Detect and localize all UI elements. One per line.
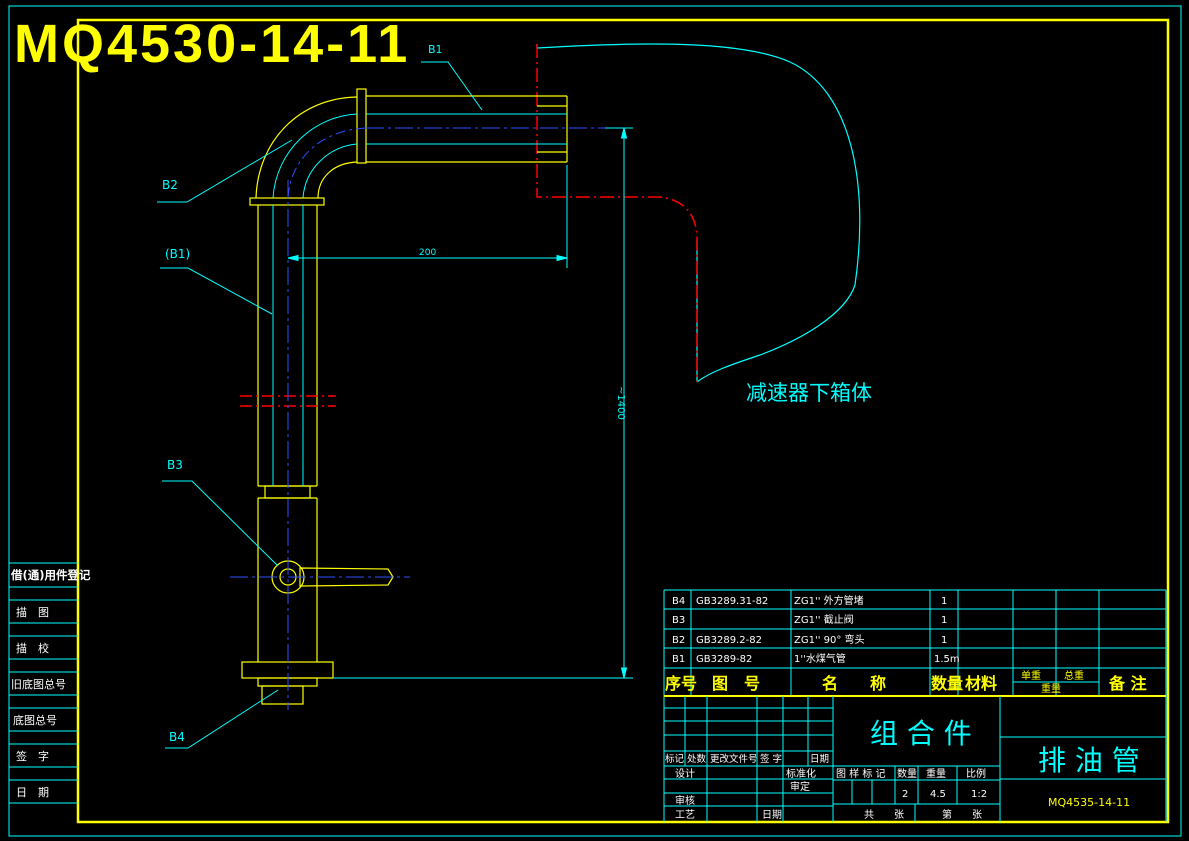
- design-label: 设计: [675, 767, 695, 780]
- left-strip-row: 旧底图总号: [11, 677, 66, 691]
- elbow-inner-line: [302, 143, 358, 199]
- part-number: B3: [672, 615, 685, 626]
- top-horizontal-pipe: [366, 95, 568, 163]
- date-label: 日期: [762, 809, 782, 821]
- check-label: 审核: [675, 794, 695, 807]
- drawing-frame: [76, 18, 1170, 824]
- part-name-label: 排 油 管: [1038, 744, 1140, 777]
- callout-b3: B3: [167, 458, 183, 472]
- header-weight: 重量: [1041, 682, 1061, 695]
- callout-b1-paren: (B1): [165, 247, 190, 261]
- callout-b4: B4: [169, 730, 185, 744]
- part-name: 1''水煤气管: [794, 652, 846, 665]
- weight-header: 重量: [926, 767, 946, 780]
- header-no: 序号: [665, 674, 697, 693]
- stage-header: 图 样 标 记: [836, 767, 886, 780]
- part-name: ZG1'' 外方管堵: [794, 594, 864, 607]
- part-qty: 1.5m: [934, 654, 960, 665]
- header-remark: 备 注: [1108, 674, 1147, 693]
- rev-header: 标记: [665, 753, 685, 765]
- title-block-grid: [664, 696, 1166, 822]
- horizontal-dimension: [287, 165, 568, 268]
- outer-frame: [8, 5, 1182, 837]
- part-number: B1: [672, 654, 685, 665]
- horizontal-dimension-value: 200: [419, 248, 436, 258]
- part-drawing: GB3289.2-82: [696, 635, 762, 646]
- rev-header: 签 字: [760, 753, 782, 765]
- qty-header: 数量: [897, 767, 917, 780]
- part-number: B2: [672, 635, 685, 646]
- weight-value: 4.5: [930, 789, 946, 800]
- process-label: 工艺: [675, 809, 695, 821]
- total-sheets-label: 共 张: [864, 809, 904, 821]
- elbow-inner-line: [272, 113, 358, 199]
- left-strip-row: 日 期: [16, 786, 49, 799]
- elbow-inner: [317, 161, 358, 199]
- rev-header: 日期: [810, 754, 829, 765]
- qty-value: 2: [902, 789, 908, 800]
- scale-value: 1:2: [971, 789, 987, 800]
- header-unit-weight: 单重: [1021, 669, 1041, 682]
- part-qty: 1: [941, 615, 947, 626]
- header-total-weight: 总重: [1064, 669, 1084, 682]
- header-material: 材料: [965, 674, 997, 693]
- drawing-number-title: MQ4530-14-11: [14, 14, 410, 74]
- callout-b2: B2: [162, 178, 178, 192]
- rev-header: 处数: [687, 753, 707, 765]
- left-strip-row: 描 图: [16, 605, 49, 619]
- rev-header: 更改文件号: [710, 753, 758, 765]
- drawing-number-label: MQ4535-14-11: [1048, 796, 1130, 809]
- part-name: ZG1'' 90° 弯头: [794, 633, 865, 646]
- bottom-plug: [261, 685, 304, 705]
- left-strip-row: 签 字: [16, 749, 49, 763]
- scale-header: 比例: [966, 767, 986, 780]
- header-qty: 数量: [931, 674, 963, 693]
- left-strip-title: 借(通)用件登记: [10, 568, 91, 582]
- assembly-label: 组 合 件: [870, 717, 972, 750]
- part-qty: 1: [941, 635, 947, 646]
- sheet-no-label: 第 张: [942, 808, 982, 821]
- header-drawing: 图 号: [712, 674, 760, 693]
- top-flange: [356, 88, 367, 164]
- part-number: B4: [672, 596, 685, 607]
- review-label: 审定: [790, 780, 810, 793]
- callout-leaders: [157, 61, 483, 749]
- reducer-housing-outline: [536, 43, 861, 383]
- part-drawing: GB3289.31-82: [696, 596, 768, 607]
- left-strip-row: 底图总号: [13, 713, 57, 727]
- callout-b1-top: B1: [428, 43, 443, 56]
- standard-label: 标准化: [786, 767, 816, 780]
- elbow-flange: [249, 197, 325, 206]
- part-qty: 1: [941, 596, 947, 607]
- vertical-dimension-value: ~1400: [615, 386, 626, 420]
- header-name: 名 称: [822, 674, 886, 693]
- vertical-dimension: [333, 127, 633, 679]
- left-strip-row: 描 校: [16, 641, 49, 655]
- housing-section-line: [536, 44, 698, 382]
- reducer-label: 减速器下箱体: [746, 381, 872, 405]
- part-drawing: GB3289-82: [696, 654, 752, 665]
- part-name: ZG1'' 截止阀: [794, 613, 854, 626]
- elbow-centerline: [287, 127, 367, 199]
- left-registration-strip: [9, 562, 78, 804]
- valve-handle: [299, 567, 394, 587]
- elbow-outer: [255, 96, 358, 199]
- parts-list-grid: [663, 589, 1167, 822]
